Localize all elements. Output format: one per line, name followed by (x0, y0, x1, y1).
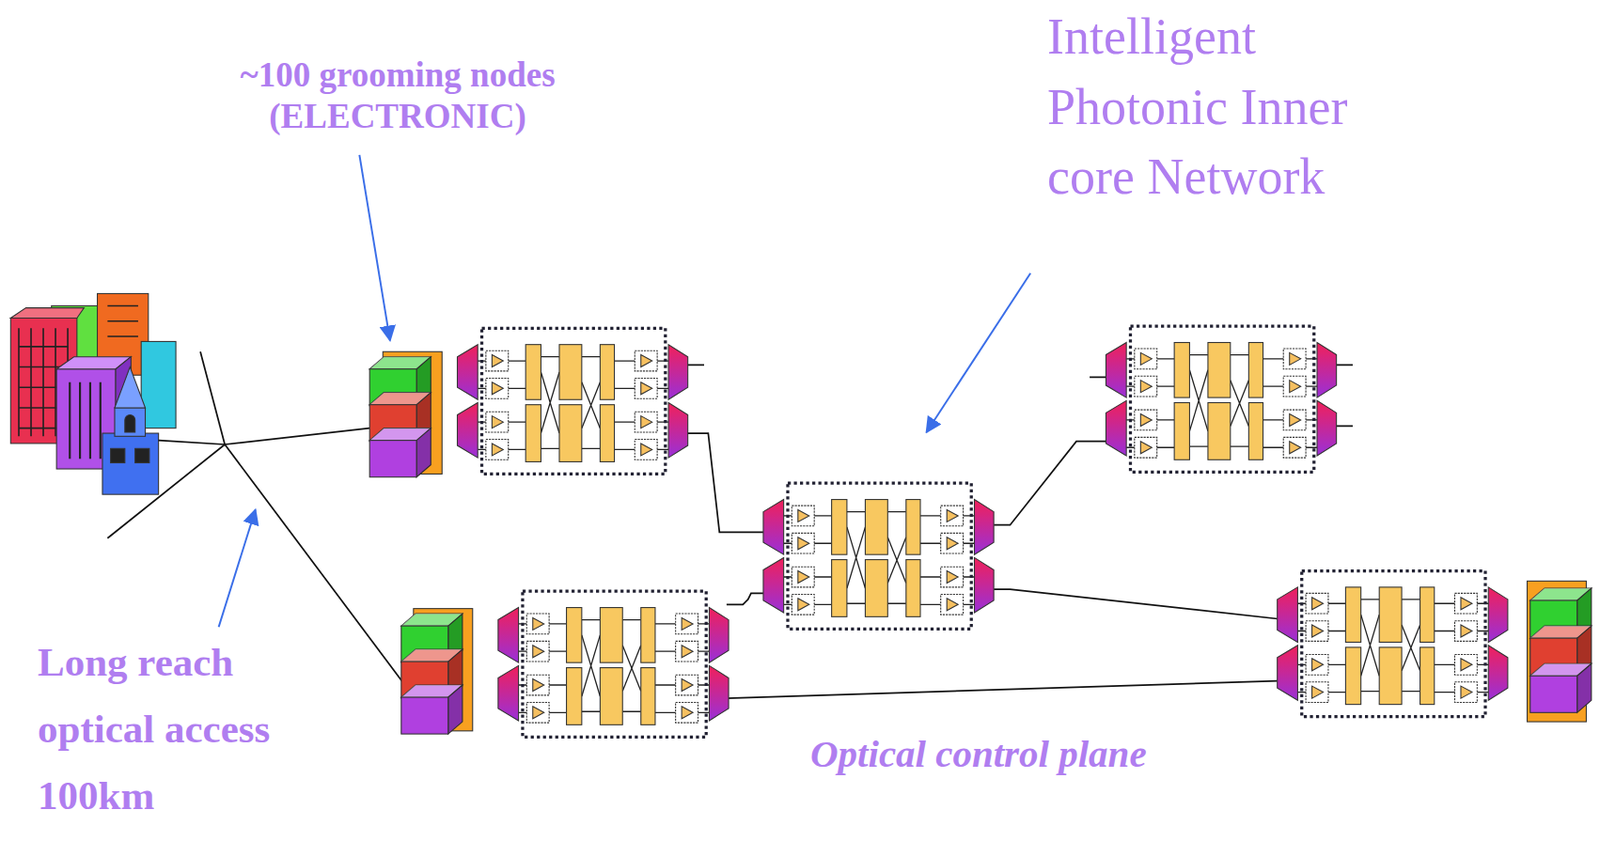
optical-fibre-part (685, 364, 705, 367)
grooming-node (1526, 580, 1591, 722)
grooming-node-part (369, 428, 431, 478)
callout-arrow (219, 155, 1032, 628)
optical-fibre-part (200, 351, 225, 445)
city-buildings-part (10, 308, 84, 319)
callout-arrow-part (219, 509, 256, 628)
city-buildings-part (114, 407, 146, 437)
city-buildings-part (114, 367, 146, 408)
optical-fibre-part (726, 681, 1278, 699)
city-buildings-part (135, 448, 150, 463)
city-buildings-part-part (107, 305, 139, 337)
photonic-switch-node-part (456, 328, 688, 474)
photonic-switch-node-part (1105, 326, 1336, 472)
grooming-node-part (401, 685, 463, 735)
city-buildings (10, 293, 176, 495)
photonic-switch-node-part (763, 483, 994, 629)
caption-label: Optical control plane (810, 731, 1262, 778)
callout-arrow-part (359, 155, 391, 341)
grooming-node-part (1530, 663, 1592, 713)
city-buildings-part (125, 415, 136, 433)
callout-label: Long reach optical access 100km (37, 629, 348, 831)
optical-fibre-part (726, 593, 764, 605)
city-buildings-part (102, 433, 159, 495)
optical-fibre-part (993, 589, 1278, 619)
optical-fibre-part (158, 428, 371, 445)
photonic-switch-node (456, 326, 1507, 738)
city-buildings-part (141, 341, 176, 428)
photonic-switch-node-part (498, 591, 729, 738)
city-buildings-part (110, 448, 126, 463)
photonic-switch-node-part (1277, 571, 1508, 718)
grooming-node (401, 609, 473, 735)
grooming-node (369, 351, 442, 477)
optical-fibre-part (1336, 364, 1353, 426)
callout-label: ~100 grooming nodes (ELECTRONIC) (186, 54, 610, 139)
optical-fibre-part (993, 441, 1106, 526)
title-label: Intelligent Photonic Inner core Network (1047, 1, 1349, 213)
callout-arrow-part (926, 273, 1032, 433)
city-buildings-part (69, 382, 101, 459)
optical-fibre-part (685, 433, 763, 533)
optical-fibre-part (1089, 376, 1106, 379)
optical-fibre (107, 351, 1353, 699)
